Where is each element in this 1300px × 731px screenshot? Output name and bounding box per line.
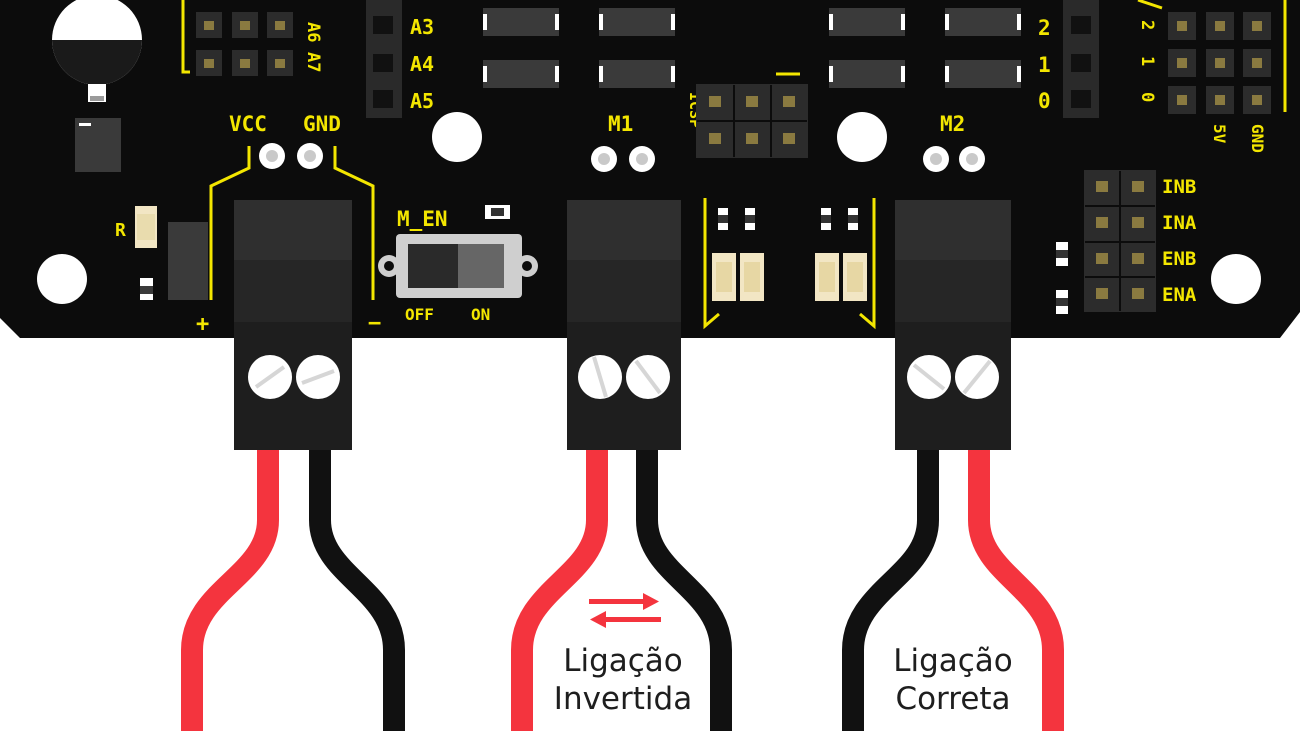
switch-label: M_EN <box>397 207 448 231</box>
left-components: R <box>115 206 208 300</box>
pin-label-ena: ENA <box>1162 284 1197 306</box>
switch-off-label: OFF <box>405 305 434 324</box>
control-header: INB INA ENB ENA <box>1056 170 1197 314</box>
right-pin-label-1: 1 <box>1137 56 1157 66</box>
header-label-gnd: GND <box>1248 124 1267 153</box>
inverted-caption-line1: Ligação <box>563 643 683 679</box>
gnd-label: GND <box>303 112 341 136</box>
mounting-hole <box>837 112 887 162</box>
plus-label: + <box>196 312 209 337</box>
m2-output: M2 <box>923 112 985 172</box>
right-header: 2 1 0 5V GND <box>1137 0 1287 153</box>
m2-red-wire <box>968 440 1064 731</box>
m1-terminal <box>567 200 681 450</box>
top-left-header: A6 A7 <box>181 0 323 76</box>
mounting-hole <box>432 112 482 162</box>
smd-components <box>483 8 1021 88</box>
pin-label-0: 0 <box>1038 89 1051 113</box>
m1-output: M1 <box>591 112 655 172</box>
power-black-wire <box>309 440 405 731</box>
pin-label-2: 2 <box>1038 16 1051 40</box>
inverted-arrows-icon <box>589 593 661 628</box>
header-label-5v: 5V <box>1210 124 1229 144</box>
pin-label-ina: INA <box>1162 212 1197 234</box>
vcc-label: VCC <box>229 112 267 136</box>
right-pin-label-2: 2 <box>1137 20 1157 30</box>
correct-caption-line2: Correta <box>895 681 1010 717</box>
pin-label-enb: ENB <box>1162 248 1196 270</box>
power-red-wire <box>181 440 279 731</box>
mounting-hole <box>1211 254 1261 304</box>
switch-on-label: ON <box>471 305 490 324</box>
power-input: VCC GND + − <box>196 112 381 337</box>
mounting-holes <box>37 112 1261 304</box>
m1-label: M1 <box>608 112 633 136</box>
capacitor <box>52 0 142 102</box>
minus-label: − <box>368 311 381 336</box>
analog-header: A3 A4 A5 <box>366 0 434 118</box>
digital-header: 2 1 0 <box>1038 0 1099 118</box>
m1-black-wire <box>636 440 732 731</box>
pin-label-a5: A5 <box>410 89 434 113</box>
pin-label-a3: A3 <box>410 15 434 39</box>
inverted-caption-line2: Invertida <box>554 681 692 717</box>
m-en-switch: M_EN OFF ON <box>378 205 538 324</box>
m2-label: M2 <box>940 112 965 136</box>
pin-label-a4: A4 <box>410 52 434 76</box>
pin-label-1: 1 <box>1038 53 1051 77</box>
pin-label-a7: A7 <box>303 52 323 72</box>
mounting-hole <box>37 254 87 304</box>
m1-red-wire <box>511 440 608 731</box>
correct-caption-line1: Ligação <box>893 643 1013 679</box>
icsp-header: ICSP <box>686 84 808 158</box>
m2-terminal <box>895 200 1011 450</box>
pin-label-inb: INB <box>1162 176 1196 198</box>
power-terminal <box>234 200 352 450</box>
pin-label-a6: A6 <box>303 22 323 42</box>
wires <box>181 440 1064 731</box>
m2-black-wire <box>842 440 939 731</box>
diode <box>75 118 121 172</box>
led-indicators <box>703 198 876 330</box>
right-pin-label-0: 0 <box>1137 92 1157 102</box>
resistor-label: R <box>115 220 126 241</box>
